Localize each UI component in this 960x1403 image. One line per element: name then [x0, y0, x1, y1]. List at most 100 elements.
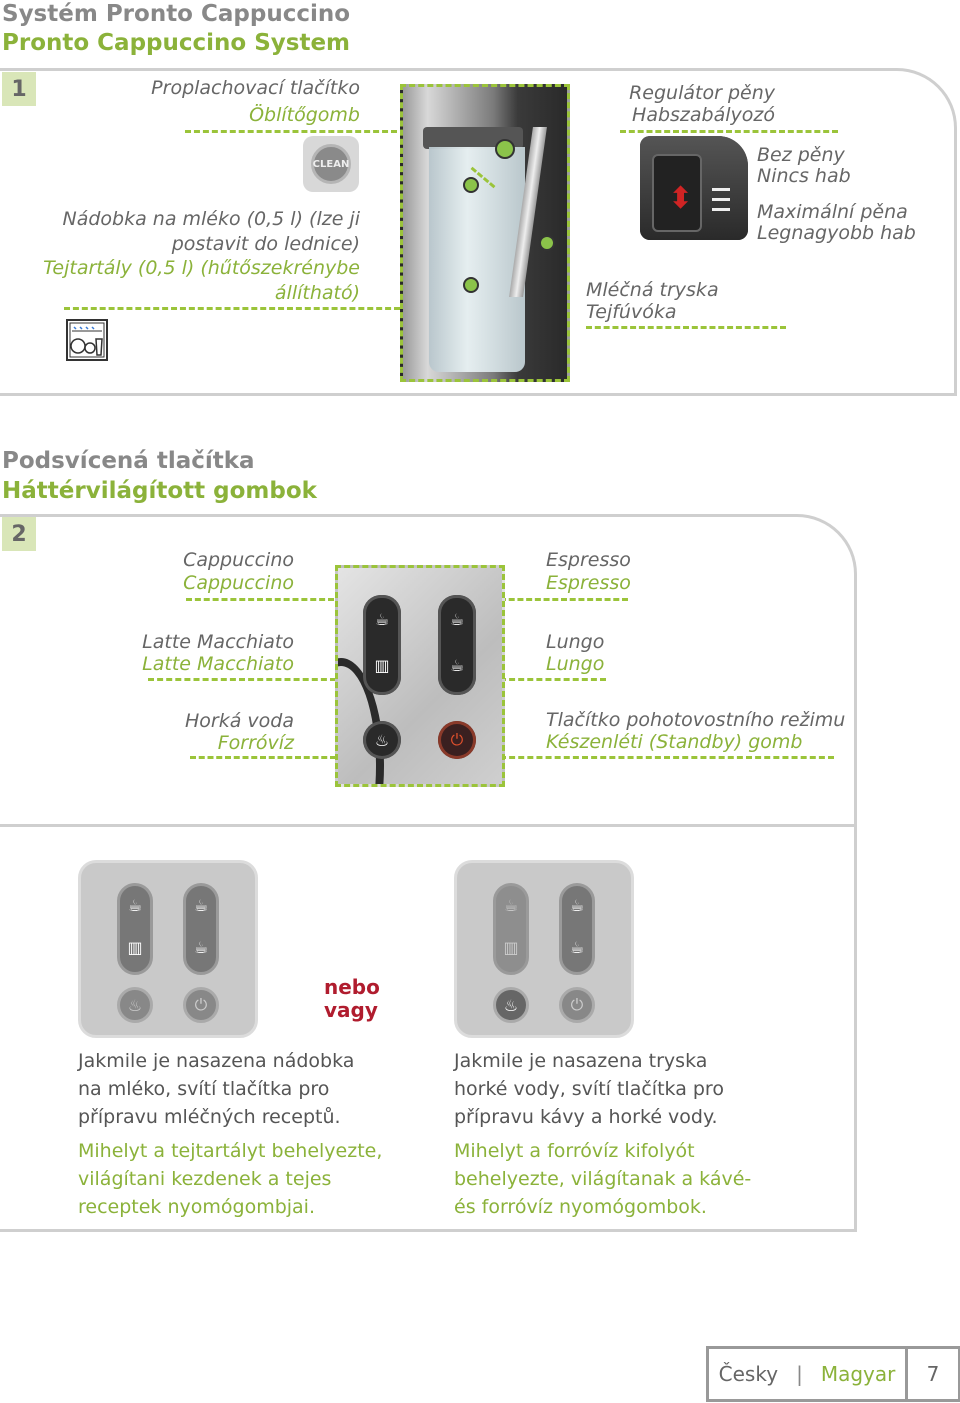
right-button-panel: ☕ ▥ ☕ ☕ ♨ ⏻	[454, 860, 634, 1038]
lungo-label-hu: Lungo	[546, 653, 605, 675]
right-standby-button: ⏻	[559, 987, 595, 1023]
cappuccino-leader	[186, 598, 334, 601]
cappuccino-label-hu: Cappuccino	[183, 572, 294, 594]
espresso-cup-icon: ☕	[449, 609, 465, 629]
hot-water-icon-lit: ♨	[503, 995, 519, 1015]
left-panel-coffee-pill: ☕ ☕	[183, 883, 219, 975]
clean-button[interactable]: CLEAN	[303, 136, 359, 192]
left-button-panel: ☕ ▥ ☕ ☕ ♨ ⏻	[78, 860, 258, 1038]
left-text-hu-3: receptek nyomógombjai.	[78, 1196, 315, 1218]
froth-leader-line	[620, 130, 838, 133]
standby-label-hu: Készenléti (Standby) gomb	[546, 731, 803, 753]
footer-separator: |	[796, 1362, 803, 1386]
milk-container-label-4: állítható)	[274, 282, 360, 304]
froth-regulator-photo: ⬍	[640, 136, 748, 240]
left-text-cs-3: přípravu mléčných receptů.	[78, 1106, 341, 1128]
section2-divider	[0, 824, 857, 827]
section2-panel	[0, 514, 857, 1232]
milk-container-label-1: Nádobka na mléko (0,5 l) (lze ji	[62, 208, 360, 230]
latte-label-hu: Latte Macchiato	[142, 653, 294, 675]
latte-icon: ▥	[127, 938, 143, 957]
left-text-hu-1: Mihelyt a tejtartályt behelyezte,	[78, 1140, 383, 1162]
lungo-icon: ☕	[193, 938, 209, 957]
left-panel-milk-pill: ☕ ▥	[117, 883, 153, 975]
or-label-cs: nebo	[324, 975, 380, 999]
left-text-cs-1: Jakmile je nasazena nádobka	[78, 1050, 355, 1072]
section2-number: 2	[2, 517, 36, 551]
right-hot-water-button: ♨	[493, 987, 529, 1023]
right-text-hu-3: és forróvíz nyomógombok.	[454, 1196, 707, 1218]
power-icon: ⏻	[450, 730, 464, 749]
rinse-label-cs: Proplachovací tlačítko	[151, 77, 360, 99]
section1-number: 1	[2, 72, 36, 106]
hot-water-button[interactable]: ♨	[363, 721, 401, 759]
milk-container-photo	[400, 84, 570, 382]
cappuccino-cup-icon: ☕	[374, 609, 390, 629]
cappuccino-button[interactable]: ☕ ▥	[363, 595, 401, 695]
title-hungarian: Pronto Cappuccino System	[2, 30, 351, 56]
espresso-label-hu: Espresso	[546, 572, 631, 594]
standby-label-cs: Tlačítko pohotovostního režimu	[546, 709, 846, 731]
page-number: 7	[905, 1346, 960, 1402]
espresso-label-cs: Espresso	[546, 549, 631, 571]
right-text-cs-2: horké vody, svítí tlačítka pro	[454, 1078, 724, 1100]
froth-regulator-label-hu: Habszabályozó	[632, 104, 775, 126]
hot-water-leader	[190, 756, 336, 759]
latte-leader	[148, 678, 336, 681]
language-footer: Česky | Magyar	[706, 1346, 908, 1402]
left-text-cs-2: na mléko, svítí tlačítka pro	[78, 1078, 330, 1100]
lungo-icon-lit: ☕	[569, 938, 585, 957]
lungo-label-cs: Lungo	[546, 631, 605, 653]
standby-button[interactable]: ⏻	[438, 721, 476, 759]
nozzle-leader-line	[586, 326, 786, 329]
power-icon-dim: ⏻	[194, 995, 208, 1014]
section2-title-cs: Podsvícená tlačítka	[2, 448, 255, 474]
milk-nozzle-label-cs: Mléčná tryska	[586, 279, 719, 301]
latte-label-cs: Latte Macchiato	[142, 631, 294, 653]
right-text-hu-2: behelyezte, világítanak a kávé-	[454, 1168, 752, 1190]
footer-lang-hu: Magyar	[820, 1362, 896, 1386]
hot-water-icon-dim: ♨	[127, 995, 143, 1015]
lungo-leader	[500, 678, 606, 681]
milk-nozzle-label-hu: Tejfúvóka	[586, 301, 677, 323]
left-hot-water-button: ♨	[117, 987, 153, 1023]
max-froth-label-hu: Legnagyobb hab	[757, 222, 916, 244]
rinse-leader-line	[185, 130, 397, 133]
hot-water-label-hu: Forróvíz	[217, 732, 294, 754]
milk-container-label-3: Tejtartály (0,5 l) (hűtőszekrénybe	[43, 257, 360, 279]
milk-container-label-2: postavit do lednice)	[171, 233, 360, 255]
right-text-cs-3: přípravu kávy a horké vody.	[454, 1106, 718, 1128]
espresso-button[interactable]: ☕ ☕	[438, 595, 476, 695]
section1-panel	[0, 68, 957, 396]
cappuccino-icon-dim: ☕	[503, 896, 519, 915]
latte-icon-dim: ▥	[503, 938, 519, 957]
or-label-hu: vagy	[324, 998, 378, 1022]
espresso-icon: ☕	[193, 896, 209, 915]
espresso-leader	[500, 598, 628, 601]
froth-arrow-icon: ⬍	[668, 181, 694, 216]
right-panel-milk-pill: ☕ ▥	[493, 883, 529, 975]
no-froth-label-hu: Nincs hab	[757, 165, 851, 187]
hot-water-icon: ♨	[374, 730, 390, 750]
left-standby-button: ⏻	[183, 987, 219, 1023]
froth-regulator-label-cs: Regulátor pěny	[629, 82, 775, 104]
rinse-label-hu: Öblítőgomb	[249, 104, 360, 126]
buttons-photo: ☕ ▥ ☕ ☕ ♨ ⏻	[335, 565, 505, 787]
left-text-hu-2: világítani kezdenek a tejes	[78, 1168, 332, 1190]
espresso-icon-lit: ☕	[569, 896, 585, 915]
right-text-hu-1: Mihelyt a forróvíz kifolyót	[454, 1140, 695, 1162]
section2-title-hu: Háttérvilágított gombok	[2, 478, 317, 504]
standby-leader	[500, 756, 834, 759]
no-froth-label-cs: Bez pěny	[757, 144, 845, 166]
right-text-cs-1: Jakmile je nasazena tryska	[454, 1050, 708, 1072]
latte-glass-icon: ▥	[374, 655, 390, 675]
max-froth-label-cs: Maximální pěna	[757, 201, 908, 223]
power-icon-dim-right: ⏻	[570, 995, 584, 1014]
clean-button-label: CLEAN	[312, 158, 350, 170]
lungo-cup-icon: ☕	[449, 655, 465, 675]
cappuccino-icon: ☕	[127, 896, 143, 915]
hot-water-label-cs: Horká voda	[185, 710, 294, 732]
right-panel-coffee-pill: ☕ ☕	[559, 883, 595, 975]
footer-lang-cs: Česky	[718, 1362, 779, 1386]
cappuccino-label-cs: Cappuccino	[183, 549, 294, 571]
